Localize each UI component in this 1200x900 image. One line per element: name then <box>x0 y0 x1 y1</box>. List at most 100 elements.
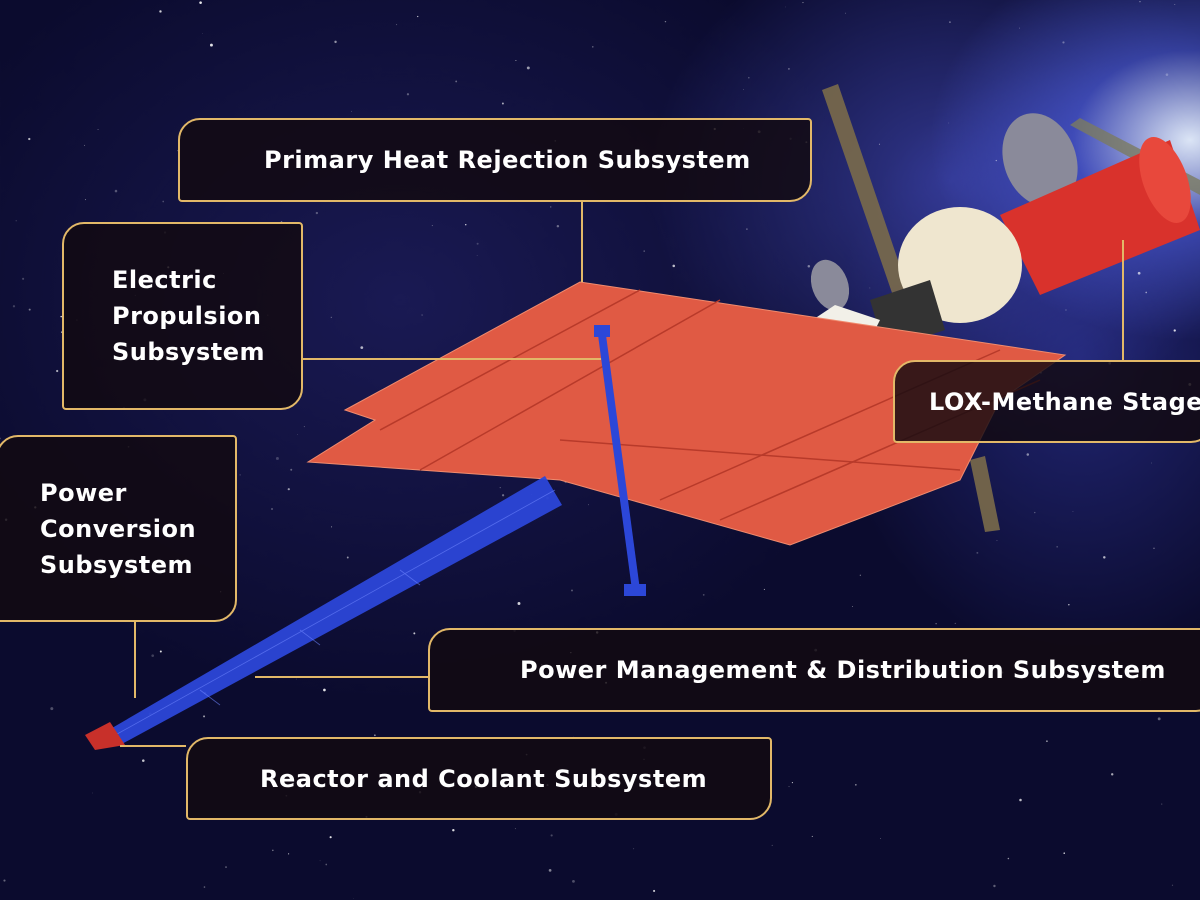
label-text: Power <box>40 478 127 507</box>
star <box>844 12 846 14</box>
star <box>413 632 416 635</box>
star <box>550 834 553 837</box>
label-text: Subsystem <box>112 338 266 366</box>
star <box>859 574 861 576</box>
label-text: Conversion <box>40 514 197 543</box>
star <box>852 606 853 607</box>
star <box>996 540 998 542</box>
label-text: LOX-Methane Stage <box>929 387 1200 416</box>
leader-line <box>1122 240 1124 360</box>
star <box>329 836 332 839</box>
star <box>406 93 410 96</box>
star <box>325 863 328 866</box>
star <box>788 786 790 788</box>
reactor <box>85 722 125 750</box>
star <box>331 526 333 528</box>
star <box>571 589 573 592</box>
star <box>592 46 594 48</box>
star <box>763 588 765 590</box>
star <box>421 314 423 316</box>
star <box>270 507 274 511</box>
star <box>855 784 857 786</box>
thruster-pod <box>624 584 646 596</box>
star <box>807 264 811 268</box>
star <box>92 792 93 794</box>
star <box>1151 462 1152 464</box>
star <box>159 650 162 653</box>
label-primary-heat-rejection: Primary Heat Rejection Subsystem <box>178 118 812 202</box>
star <box>1153 547 1155 549</box>
star <box>351 110 353 112</box>
star <box>28 137 31 141</box>
star <box>1111 773 1114 776</box>
label-text: Electric <box>112 266 217 294</box>
star <box>334 40 337 44</box>
star <box>1063 852 1065 854</box>
star <box>12 305 16 308</box>
star <box>465 224 467 226</box>
star <box>452 828 455 832</box>
antenna-dish <box>810 259 850 311</box>
star <box>225 866 227 868</box>
star <box>791 782 793 784</box>
star <box>0 437 2 440</box>
star <box>880 838 881 839</box>
label-power-management: Power Management & Distribution Subsyste… <box>428 628 1200 712</box>
star <box>1165 73 1169 76</box>
star <box>290 468 293 471</box>
star <box>319 860 321 862</box>
star <box>672 264 676 268</box>
star <box>1157 717 1161 721</box>
antenna-dish <box>1002 113 1078 207</box>
label-electric-propulsion: Electric Propulsion Subsystem <box>62 222 303 410</box>
star <box>993 884 996 888</box>
star <box>346 556 349 559</box>
star <box>748 76 750 79</box>
star <box>1171 884 1174 886</box>
star <box>295 678 297 680</box>
star <box>315 211 319 215</box>
star <box>287 488 290 491</box>
star <box>935 623 937 625</box>
star <box>548 868 552 872</box>
star <box>272 849 274 852</box>
label-power-conversion: Power Conversion Subsystem <box>0 435 237 622</box>
solar-array <box>822 84 915 316</box>
star <box>3 879 6 882</box>
star <box>556 224 560 228</box>
star <box>203 886 206 888</box>
star <box>514 828 516 830</box>
star <box>56 369 59 373</box>
star <box>330 316 333 319</box>
star <box>653 889 656 893</box>
star <box>1173 329 1176 332</box>
star <box>84 144 86 146</box>
star <box>142 759 145 762</box>
star <box>151 654 155 657</box>
star <box>162 200 165 203</box>
star <box>275 456 279 460</box>
star <box>517 602 521 605</box>
star <box>588 504 589 506</box>
star <box>976 551 979 554</box>
star <box>746 228 748 230</box>
label-text: Propulsion <box>112 302 262 330</box>
star <box>15 220 17 222</box>
star <box>702 593 705 596</box>
star <box>22 277 25 280</box>
star <box>771 844 773 846</box>
star <box>633 848 635 850</box>
star <box>1065 309 1067 311</box>
star <box>1046 740 1048 742</box>
leader-line <box>581 202 583 282</box>
star <box>501 102 504 105</box>
star <box>995 159 997 162</box>
star <box>476 255 478 256</box>
label-text: Primary Heat Rejection Subsystem <box>264 146 751 174</box>
star <box>1034 511 1036 514</box>
star <box>949 21 951 23</box>
star <box>878 143 880 145</box>
star <box>210 43 213 47</box>
star <box>572 879 575 883</box>
